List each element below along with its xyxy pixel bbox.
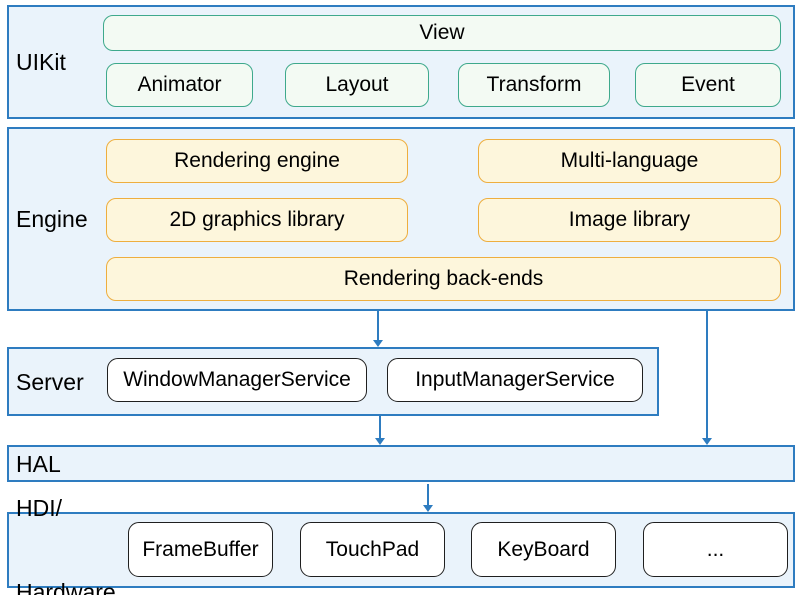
layer-label-uikit: UIKit bbox=[16, 49, 66, 75]
arrow-shaft bbox=[377, 311, 379, 340]
box-window-manager-service: WindowManagerService bbox=[107, 358, 367, 402]
box-2d-graphics-library: 2D graphics library bbox=[106, 198, 408, 242]
layer-hal: HAL bbox=[7, 445, 795, 482]
box-rendering-engine: Rendering engine bbox=[106, 139, 408, 183]
box-layout: Layout bbox=[285, 63, 429, 107]
arrow-shaft bbox=[379, 416, 381, 438]
box-event: Event bbox=[635, 63, 781, 107]
layer-engine: Engine Rendering engine Multi-language 2… bbox=[7, 127, 795, 311]
arrow-head bbox=[375, 438, 385, 445]
box-rendering-back-ends: Rendering back-ends bbox=[106, 257, 781, 301]
arrow-shaft bbox=[427, 484, 429, 505]
layer-label-hdi-hardware: HDI/ Hardware bbox=[16, 438, 116, 595]
layer-label-hal: HAL bbox=[16, 450, 61, 477]
box-keyboard: KeyBoard bbox=[471, 522, 616, 577]
layer-server: Server WindowManagerService InputManager… bbox=[7, 347, 659, 416]
box-image-library: Image library bbox=[478, 198, 781, 242]
layer-label-engine: Engine bbox=[16, 206, 88, 232]
layer-label-hdi-line1: HDI/ bbox=[16, 495, 62, 521]
arrow-head bbox=[702, 438, 712, 445]
box-transform: Transform bbox=[458, 63, 610, 107]
box-multi-language: Multi-language bbox=[478, 139, 781, 183]
arrow-engine-to-server-icon bbox=[373, 311, 383, 347]
arrow-head bbox=[373, 340, 383, 347]
arrow-head bbox=[423, 505, 433, 512]
arrow-shaft bbox=[706, 311, 708, 438]
arrow-hal-to-hdi-icon bbox=[423, 484, 433, 512]
layer-label-server: Server bbox=[16, 368, 84, 395]
box-framebuffer: FrameBuffer bbox=[128, 522, 273, 577]
layer-hdi-hardware: HDI/ Hardware FrameBuffer TouchPad KeyBo… bbox=[7, 495, 795, 595]
box-animator: Animator bbox=[106, 63, 253, 107]
arrow-engine-to-hal-icon bbox=[702, 311, 712, 445]
layer-uikit: UIKit View Animator Layout Transform Eve… bbox=[7, 5, 795, 119]
arrow-server-to-hal-icon bbox=[375, 416, 385, 445]
box-touchpad: TouchPad bbox=[300, 522, 445, 577]
layer-label-hdi-line2: Hardware bbox=[16, 579, 116, 595]
box-ellipsis: ... bbox=[643, 522, 788, 577]
box-view: View bbox=[103, 15, 781, 51]
box-input-manager-service: InputManagerService bbox=[387, 358, 643, 402]
